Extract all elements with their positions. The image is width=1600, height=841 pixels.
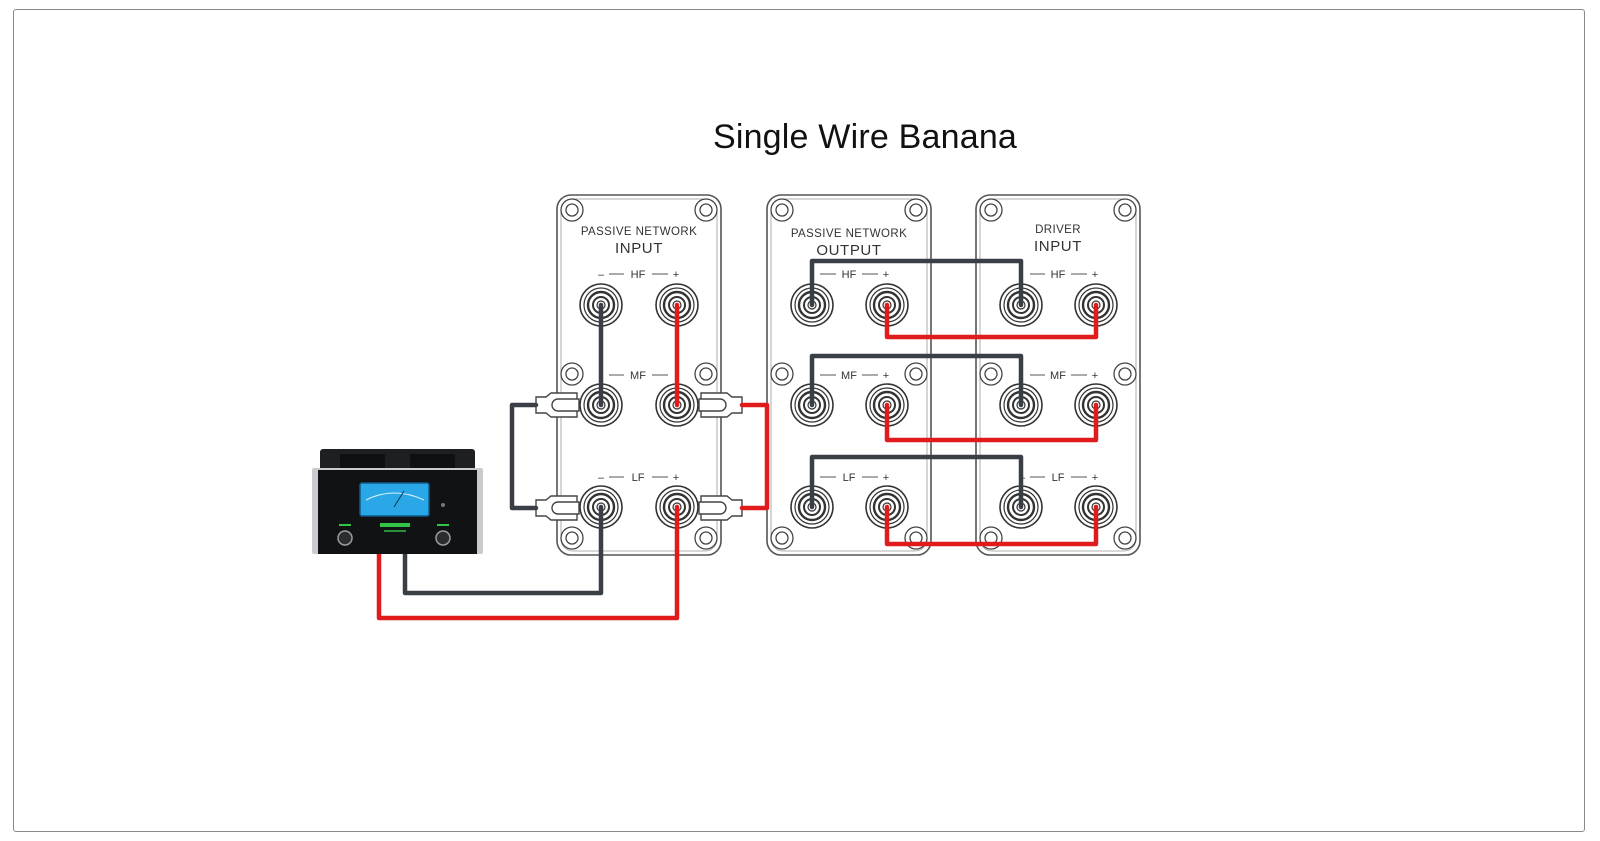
- band-label-hf: HF: [631, 269, 646, 281]
- polarity-pos-label: +: [1092, 472, 1098, 484]
- polarity-neg-label: –: [598, 472, 605, 484]
- band-label-lf: LF: [843, 472, 856, 484]
- polarity-pos-label: +: [1092, 370, 1098, 382]
- panel-1-label-line2: INPUT: [615, 240, 663, 257]
- band-label-lf: LF: [1052, 472, 1065, 484]
- diagram-title: Single Wire Banana: [712, 118, 1018, 156]
- panel-2-label-line1: PASSIVE NETWORK: [791, 228, 907, 240]
- band-label-hf: HF: [1051, 269, 1066, 281]
- band-label-mf: MF: [841, 370, 857, 382]
- positive-wires: [376, 302, 1099, 621]
- polarity-pos-label: +: [673, 472, 679, 484]
- panel-2-label-line2: OUTPUT: [816, 242, 881, 259]
- band-label-hf: HF: [842, 269, 857, 281]
- band-labels-panel-2: HF + MF + LF +: [820, 269, 889, 484]
- band-labels-panel-1: – HF + MF – LF +: [598, 269, 679, 484]
- polarity-neg-label: –: [598, 269, 605, 281]
- band-label-mf: MF: [630, 370, 646, 382]
- polarity-pos-label: +: [883, 370, 889, 382]
- panel-3-label-line1: DRIVER: [1035, 224, 1081, 236]
- polarity-pos-label: +: [883, 269, 889, 281]
- polarity-pos-label: +: [883, 472, 889, 484]
- negative-wires: [402, 258, 1024, 596]
- band-label-mf: MF: [1050, 370, 1066, 382]
- panel-1-label-line1: PASSIVE NETWORK: [581, 226, 697, 238]
- panel-3-label-line2: INPUT: [1034, 238, 1082, 255]
- polarity-pos-label: +: [1092, 269, 1098, 281]
- amplifier-icon: [312, 449, 483, 554]
- banana-plug-icon: [535, 392, 743, 521]
- polarity-pos-label: +: [673, 269, 679, 281]
- band-label-lf: LF: [632, 472, 645, 484]
